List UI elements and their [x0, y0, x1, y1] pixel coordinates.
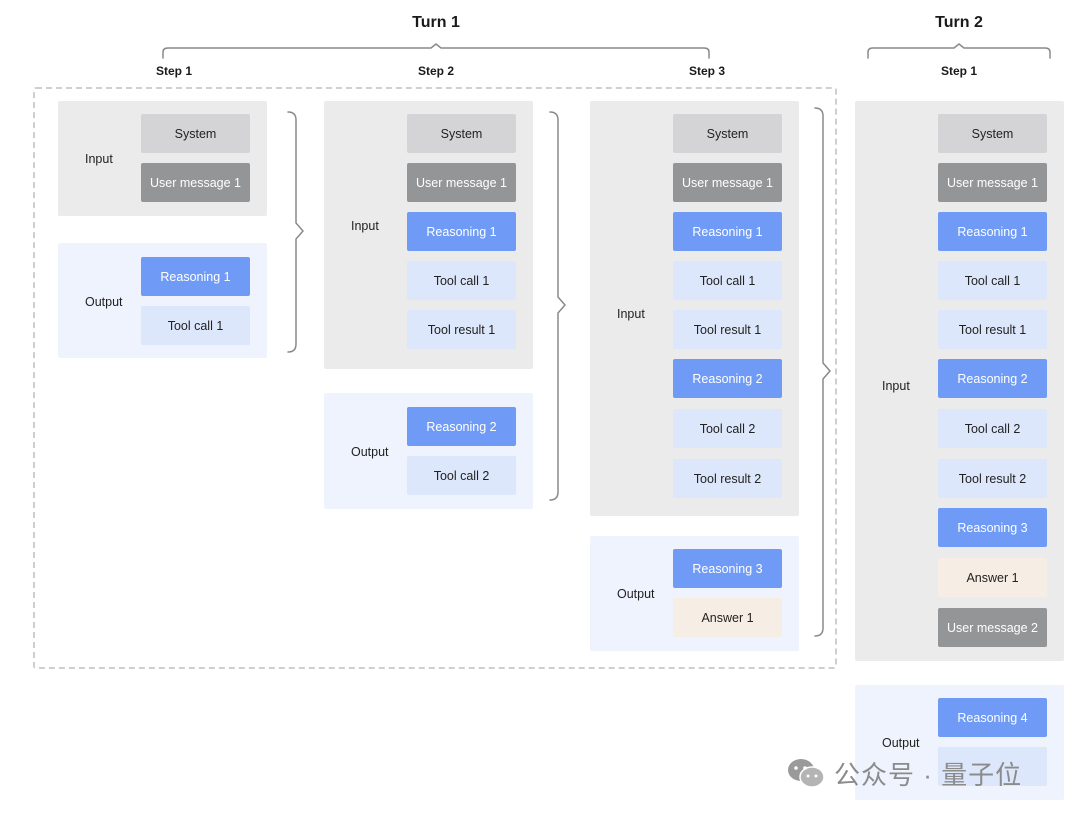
t1s3-answer-1-chip: Answer 1 — [673, 598, 782, 637]
t1s2-tool-call-1-chip: Tool call 1 — [407, 261, 516, 300]
t2s1-reasoning-4-chip: Reasoning 4 — [938, 698, 1047, 737]
t1s1-reasoning-1-chip: Reasoning 1 — [141, 257, 250, 296]
wechat-icon — [788, 759, 825, 788]
t1s3-input-label: Input — [617, 307, 645, 321]
t1s2-tool-result-1-chip: Tool result 1 — [407, 310, 516, 349]
t1s1-system-chip: System — [141, 114, 250, 153]
t2s1-partial-chip — [938, 747, 1047, 786]
t2s1-tool-call-2-chip: Tool call 2 — [938, 409, 1047, 448]
t1s1-tool-call-1-chip: Tool call 1 — [141, 306, 250, 345]
t1s3-user-message-1-chip: User message 1 — [673, 163, 782, 202]
t1s3-tool-call-1-chip: Tool call 1 — [673, 261, 782, 300]
t1s2-output-label: Output — [351, 445, 389, 459]
turn1-step1-title: Step 1 — [155, 64, 192, 78]
t1s3-reasoning-1-chip: Reasoning 1 — [673, 212, 782, 251]
t2s1-input-label: Input — [882, 379, 910, 393]
turn-2-brace — [867, 43, 1051, 59]
t2s1-reasoning-1-chip: Reasoning 1 — [938, 212, 1047, 251]
t2s1-tool-result-2-chip: Tool result 2 — [938, 459, 1047, 498]
t2s1-answer-1-chip: Answer 1 — [938, 558, 1047, 597]
turn-2-title: Turn 2 — [935, 14, 983, 31]
t1s2-tool-call-2-chip: Tool call 2 — [407, 456, 516, 495]
t1s2-input-label: Input — [351, 219, 379, 233]
t1s3-reasoning-3-chip: Reasoning 3 — [673, 549, 782, 588]
turn-1-boundary — [33, 87, 837, 669]
step1-brace — [287, 111, 304, 353]
t1s2-system-chip: System — [407, 114, 516, 153]
turn1-step2-title: Step 2 — [417, 64, 454, 78]
t1s1-user-message-1-chip: User message 1 — [141, 163, 250, 202]
t2s1-tool-result-1-chip: Tool result 1 — [938, 310, 1047, 349]
t2s1-reasoning-2-chip: Reasoning 2 — [938, 359, 1047, 398]
t1s3-tool-result-1-chip: Tool result 1 — [673, 310, 782, 349]
turn1-step3-title: Step 3 — [688, 64, 725, 78]
t1s3-reasoning-2-chip: Reasoning 2 — [673, 359, 782, 398]
t1s2-reasoning-2-chip: Reasoning 2 — [407, 407, 516, 446]
t2s1-output-label: Output — [882, 736, 920, 750]
t2s1-tool-call-1-chip: Tool call 1 — [938, 261, 1047, 300]
t1s2-user-message-1-chip: User message 1 — [407, 163, 516, 202]
turn2-step1-title: Step 1 — [940, 64, 977, 78]
t1s3-tool-result-2-chip: Tool result 2 — [673, 459, 782, 498]
t1s2-reasoning-1-chip: Reasoning 1 — [407, 212, 516, 251]
step3-brace — [814, 107, 831, 637]
watermark-text: 公众号 · 量子位 — [834, 759, 1023, 790]
t1s1-output-label: Output — [85, 295, 123, 309]
t1s3-tool-call-2-chip: Tool call 2 — [673, 409, 782, 448]
t2s1-reasoning-3-chip: Reasoning 3 — [938, 508, 1047, 547]
t1s3-system-chip: System — [673, 114, 782, 153]
t2s1-user-message-1-chip: User message 1 — [938, 163, 1047, 202]
t2s1-user-message-2-chip: User message 2 — [938, 608, 1047, 647]
turn-1-title: Turn 1 — [412, 14, 460, 31]
step2-brace — [549, 111, 566, 501]
turn-1-brace — [162, 43, 710, 59]
watermark: 公众号 · 量子位 — [786, 754, 1022, 792]
t1s3-output-label: Output — [617, 587, 655, 601]
t1s1-input-label: Input — [85, 152, 113, 166]
t2s1-system-chip: System — [938, 114, 1047, 153]
